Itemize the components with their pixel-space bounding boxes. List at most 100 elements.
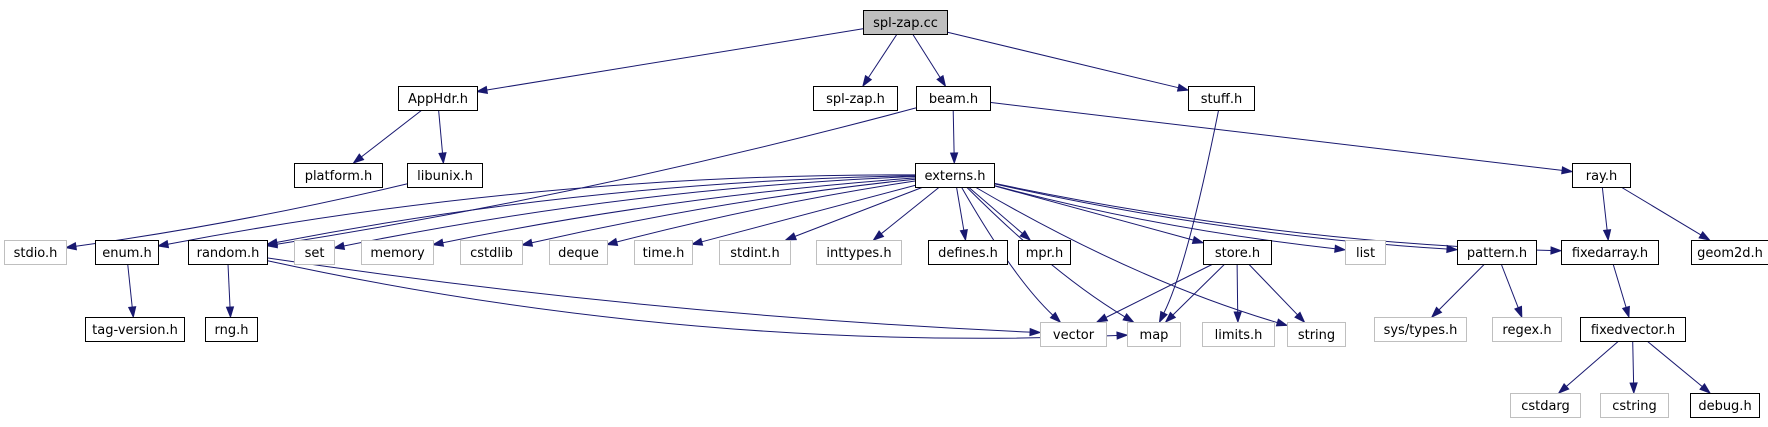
arrowhead <box>862 74 873 88</box>
arrowhead <box>352 153 365 164</box>
edge-ray-h-to-fixedarray-h <box>1601 186 1612 242</box>
node-vector: vector <box>1040 322 1107 347</box>
edge-enum-h-to-tag-version-h <box>127 263 137 319</box>
edge-fixedvector-h-to-cstring <box>1629 340 1638 395</box>
node-label: time.h <box>643 246 685 261</box>
node-box <box>915 163 995 188</box>
node-box <box>361 240 434 265</box>
arrowhead <box>1430 306 1443 319</box>
arrowhead <box>1164 311 1177 324</box>
node-mpr-h[interactable]: mpr.h <box>1018 240 1071 265</box>
node-label: tag-version.h <box>92 323 178 338</box>
node-libunix-h[interactable]: libunix.h <box>407 163 483 188</box>
node-label: cstdarg <box>1521 399 1570 414</box>
edge-line <box>486 28 864 91</box>
node-pattern-h[interactable]: pattern.h <box>1457 240 1537 265</box>
node-box <box>294 163 383 188</box>
node-store-h[interactable]: store.h <box>1203 240 1272 265</box>
node-limits-h: limits.h <box>1202 322 1275 347</box>
node-box <box>549 240 608 265</box>
node-enum-h[interactable]: enum.h <box>95 240 159 265</box>
arrowhead <box>1233 311 1242 324</box>
node-spl-zap-cc[interactable]: spl-zap.cc <box>863 10 948 35</box>
node-defines-h[interactable]: defines.h <box>928 240 1008 265</box>
edge-line <box>227 263 231 308</box>
node-rng-h[interactable]: rng.h <box>205 317 258 342</box>
node-fixedvector-h[interactable]: fixedvector.h <box>1580 317 1686 342</box>
arrowhead <box>690 237 704 246</box>
arrowhead <box>1334 244 1347 253</box>
node-label: stdint.h <box>730 246 779 261</box>
edge-line <box>1632 340 1635 384</box>
node-box <box>85 317 185 342</box>
edge-line <box>1163 109 1220 314</box>
node-spl-zap-h[interactable]: spl-zap.h <box>813 86 898 111</box>
node-tag-version-h[interactable]: tag-version.h <box>85 317 185 342</box>
node-box <box>1203 240 1272 265</box>
node-random-h[interactable]: random.h <box>188 240 268 265</box>
node-AppHdr-h[interactable]: AppHdr.h <box>398 86 478 111</box>
edge-line <box>442 177 916 244</box>
node-string: string <box>1287 322 1346 347</box>
arrowhead <box>1191 235 1205 245</box>
edge-externs-h-to-memory <box>431 177 916 247</box>
edge-store-h-to-map <box>1164 263 1226 324</box>
edge-line <box>531 178 916 244</box>
node-label: pattern.h <box>1467 246 1527 261</box>
node-inttypes-h: inttypes.h <box>816 240 902 265</box>
node-label: mpr.h <box>1026 246 1063 261</box>
edge-line <box>952 109 955 154</box>
node-box <box>1580 317 1686 342</box>
arrowhead <box>1629 382 1638 395</box>
node-box <box>188 240 268 265</box>
node-box <box>1457 240 1537 265</box>
edge-externs-h-to-time-h <box>690 184 916 246</box>
arrowhead <box>156 239 170 249</box>
edge-externs-h-to-pattern-h <box>993 183 1459 254</box>
node-externs-h[interactable]: externs.h <box>915 163 995 188</box>
node-debug-h[interactable]: debug.h <box>1690 393 1760 418</box>
arrowhead <box>959 228 968 242</box>
node-beam-h[interactable]: beam.h <box>916 86 991 111</box>
node-box <box>1018 240 1071 265</box>
edge-line <box>960 186 1054 316</box>
arrowhead <box>225 306 235 319</box>
edge-AppHdr-h-to-platform-h <box>352 109 423 164</box>
edge-store-h-to-vector <box>1095 263 1214 323</box>
node-platform-h[interactable]: platform.h <box>294 163 383 188</box>
arrowhead <box>1049 311 1062 324</box>
arrowhead <box>949 152 959 165</box>
edge-line <box>1105 263 1214 318</box>
node-label: limits.h <box>1215 328 1263 343</box>
edge-externs-h-to-stdint-h <box>784 186 924 241</box>
node-label: stdio.h <box>14 246 58 261</box>
edge-line <box>438 109 443 154</box>
arrowhead <box>1550 246 1563 255</box>
edge-externs-h-to-inttypes-h <box>872 186 940 241</box>
node-label: AppHdr.h <box>408 92 468 107</box>
edge-store-h-to-limits-h <box>1233 263 1242 324</box>
node-label: rng.h <box>215 323 249 338</box>
edge-random-h-to-rng-h <box>225 263 235 319</box>
edge-externs-h-to-deque <box>605 180 916 246</box>
node-ray-h[interactable]: ray.h <box>1572 163 1631 188</box>
arrowhead <box>1122 313 1135 323</box>
node-label: vector <box>1053 328 1095 343</box>
arrowhead <box>1602 229 1612 242</box>
node-box <box>1690 393 1760 418</box>
node-fixedarray-h[interactable]: fixedarray.h <box>1561 240 1659 265</box>
node-set: set <box>294 240 335 265</box>
node-stuff-h[interactable]: stuff.h <box>1188 86 1255 111</box>
edge-externs-h-to-cstdlib <box>520 178 916 247</box>
node-stdint-h: stdint.h <box>719 240 791 265</box>
node-box <box>460 240 523 265</box>
node-box <box>1510 393 1581 418</box>
edge-line <box>968 186 1023 234</box>
edge-line <box>946 31 1179 89</box>
node-label: platform.h <box>305 169 373 184</box>
edge-line <box>1566 340 1620 387</box>
node-geom2d-h[interactable]: geom2d.h <box>1691 240 1768 265</box>
node-box <box>1287 322 1346 347</box>
node-box <box>1691 240 1768 265</box>
